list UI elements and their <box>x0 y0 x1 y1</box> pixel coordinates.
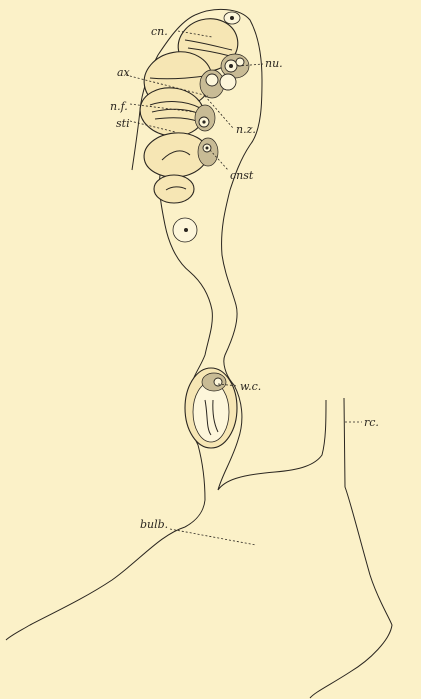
cell-round <box>173 218 197 242</box>
label-bulb: bulb. <box>140 518 168 531</box>
cell-sti <box>142 130 218 179</box>
label-rc: rc. <box>364 416 379 429</box>
capsule-wc <box>185 368 237 448</box>
label-cn: cn. <box>151 25 168 38</box>
label-nu: nu. <box>265 57 283 70</box>
label-nz: n.z. <box>236 123 256 136</box>
label-cnst: cnst <box>230 169 254 182</box>
label-sti: sti <box>116 117 130 130</box>
label-wc: w.c. <box>240 380 261 393</box>
label-nf: n.f. <box>110 100 128 113</box>
label-ax: ax <box>117 66 131 79</box>
cell-small <box>154 175 194 203</box>
bulb-outline <box>6 527 392 698</box>
